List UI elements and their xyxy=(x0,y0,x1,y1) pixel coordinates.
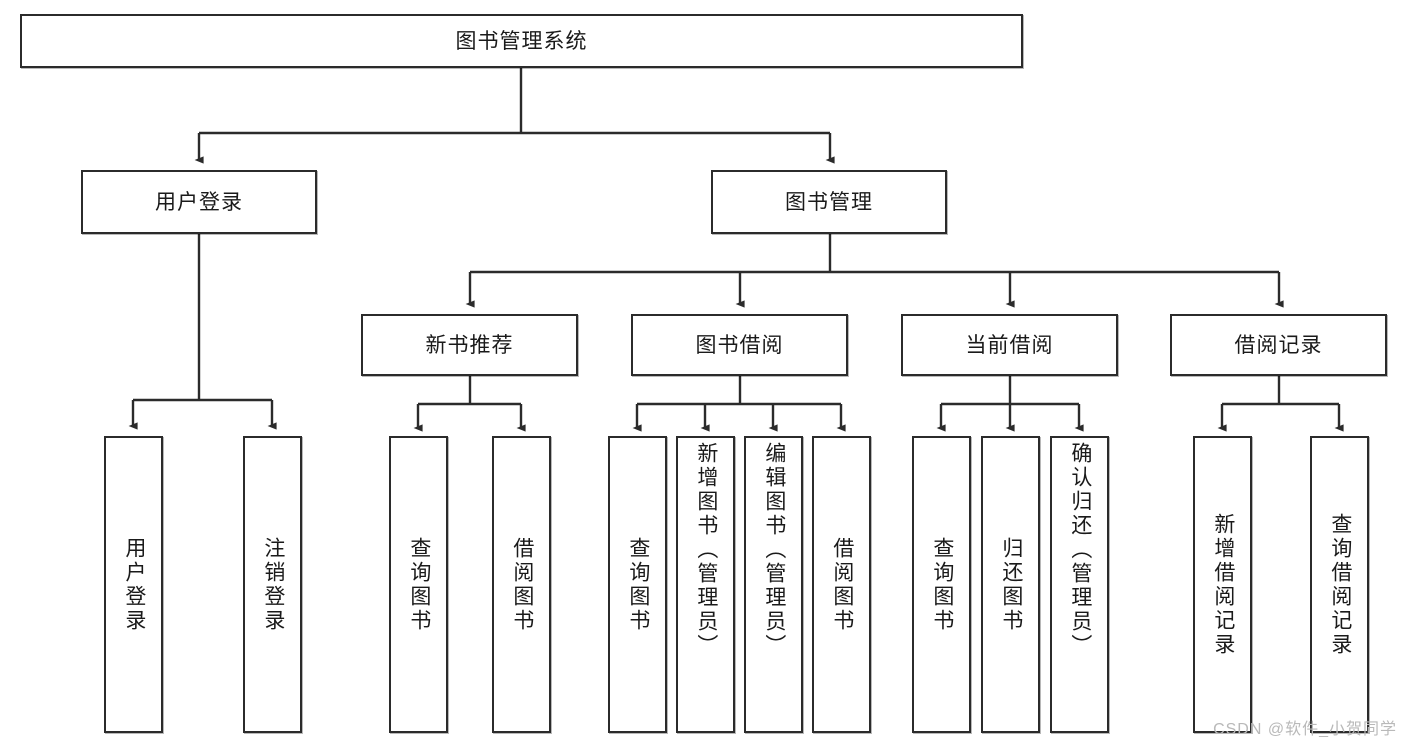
node-user-login[interactable]: 用户登录 xyxy=(81,170,317,234)
node-book-borrow[interactable]: 图书借阅 xyxy=(631,314,848,376)
leaf-borrow-borrow-book[interactable]: 借阅图书 xyxy=(812,436,871,733)
node-root-label: 图书管理系统 xyxy=(455,29,588,53)
leaf-new-book-borrow[interactable]: 借阅图书 xyxy=(492,436,551,733)
node-new-book-recommend-label: 新书推荐 xyxy=(425,333,514,357)
leaf-record-add-label: 新增借阅记录 xyxy=(1211,512,1235,657)
leaf-user-login-signout-label: 注销登录 xyxy=(261,536,285,633)
leaf-current-return-book-label: 归还图书 xyxy=(999,536,1023,633)
leaf-borrow-add-book[interactable]: 新增图书（管理员） xyxy=(676,436,735,733)
leaf-record-add[interactable]: 新增借阅记录 xyxy=(1193,436,1252,733)
leaf-borrow-edit-book[interactable]: 编辑图书（管理员） xyxy=(744,436,803,733)
leaf-new-book-query-label: 查询图书 xyxy=(407,536,431,633)
node-user-login-label: 用户登录 xyxy=(155,190,243,214)
leaf-borrow-borrow-book-label: 借阅图书 xyxy=(830,536,854,633)
leaf-user-login-signin-label: 用户登录 xyxy=(122,536,146,633)
leaf-record-query-label: 查询借阅记录 xyxy=(1328,512,1352,657)
leaf-user-login-signin[interactable]: 用户登录 xyxy=(104,436,163,733)
leaf-record-query[interactable]: 查询借阅记录 xyxy=(1310,436,1369,733)
leaf-current-query-book-label: 查询图书 xyxy=(930,536,954,633)
node-current-borrow[interactable]: 当前借阅 xyxy=(901,314,1118,376)
leaf-new-book-query[interactable]: 查询图书 xyxy=(389,436,448,733)
node-book-management[interactable]: 图书管理 xyxy=(711,170,947,234)
leaf-current-confirm-return[interactable]: 确认归还（管理员） xyxy=(1050,436,1109,733)
leaf-borrow-query-book-label: 查询图书 xyxy=(626,536,650,633)
leaf-borrow-edit-book-label: 编辑图书（管理员） xyxy=(762,442,786,658)
node-borrow-record[interactable]: 借阅记录 xyxy=(1170,314,1387,376)
node-borrow-record-label: 借阅记录 xyxy=(1234,333,1323,357)
node-root[interactable]: 图书管理系统 xyxy=(20,14,1023,68)
leaf-current-confirm-return-label: 确认归还（管理员） xyxy=(1068,442,1092,658)
node-book-borrow-label: 图书借阅 xyxy=(695,333,784,357)
leaf-borrow-add-book-label: 新增图书（管理员） xyxy=(694,442,718,658)
leaf-current-return-book[interactable]: 归还图书 xyxy=(981,436,1040,733)
node-book-management-label: 图书管理 xyxy=(785,190,873,214)
leaf-current-query-book[interactable]: 查询图书 xyxy=(912,436,971,733)
leaf-user-login-signout[interactable]: 注销登录 xyxy=(243,436,302,733)
leaf-borrow-query-book[interactable]: 查询图书 xyxy=(608,436,667,733)
node-new-book-recommend[interactable]: 新书推荐 xyxy=(361,314,578,376)
node-current-borrow-label: 当前借阅 xyxy=(965,333,1054,357)
leaf-new-book-borrow-label: 借阅图书 xyxy=(510,536,534,633)
